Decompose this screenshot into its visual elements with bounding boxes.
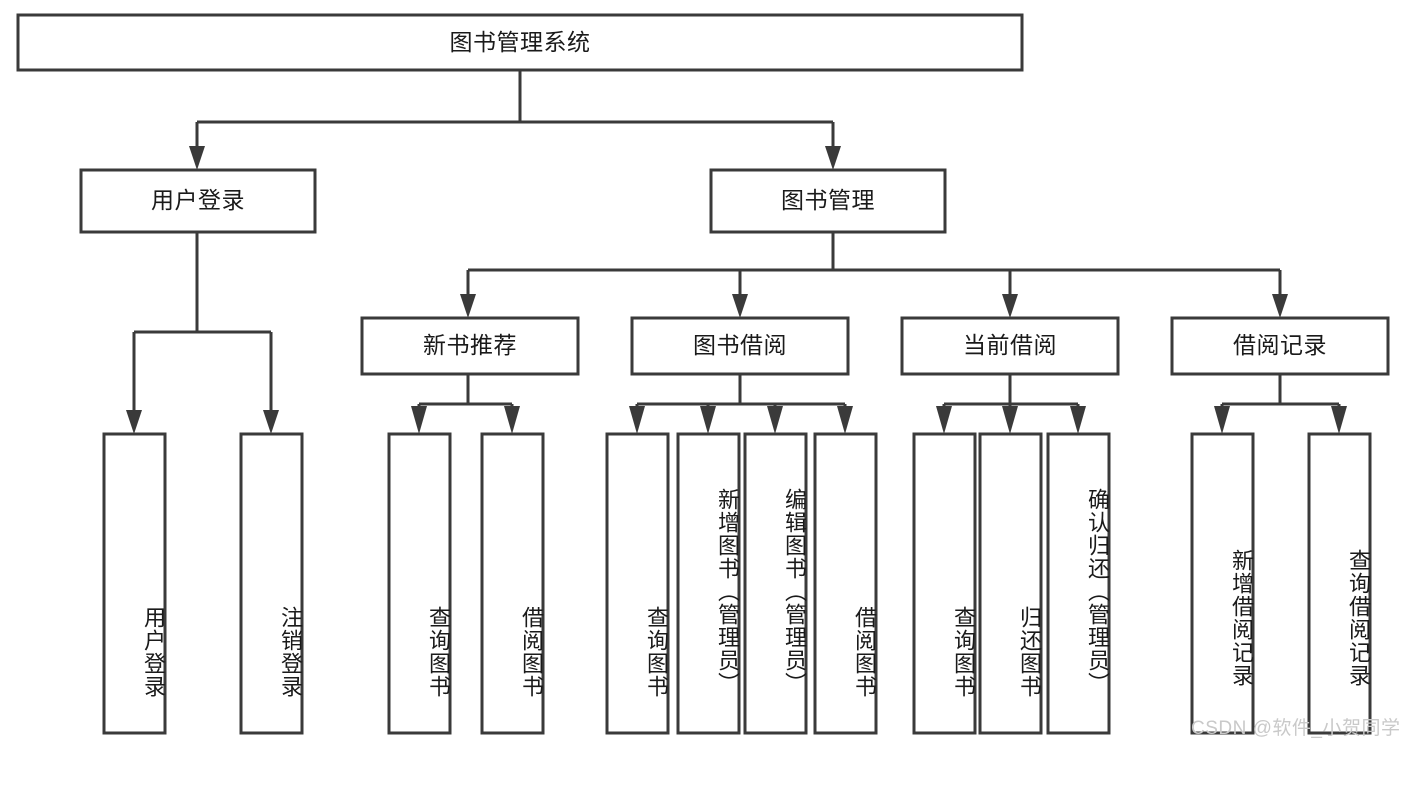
arrow-head-leaf-edit-book	[767, 406, 783, 434]
connector-group-current-borrow	[936, 374, 1086, 434]
arrow-head-leaf-borrow-book-2	[837, 406, 853, 434]
arrow-head-leaf-query-book-3	[936, 406, 952, 434]
arrow-head-user-login	[189, 146, 205, 170]
arrow-head-leaf-user-login	[126, 410, 142, 434]
connector-group-root	[189, 70, 841, 170]
arrow-head-book-borrow	[732, 294, 748, 318]
node-box-leaf-user-login[interactable]	[102, 432, 167, 735]
node-box-root[interactable]	[16, 13, 1024, 72]
node-box-leaf-query-record[interactable]	[1307, 432, 1372, 735]
arrow-head-leaf-query-book-1	[411, 406, 427, 434]
arrow-head-leaf-query-book-2	[629, 406, 645, 434]
node-box-leaf-add-record[interactable]	[1190, 432, 1255, 735]
connector-group-book-manage	[460, 232, 1288, 318]
connector-group-borrow-record	[1214, 374, 1347, 434]
arrow-head-leaf-query-record	[1331, 406, 1347, 434]
arrow-head-borrow-record	[1272, 294, 1288, 318]
node-box-leaf-query-book-3[interactable]	[912, 432, 977, 735]
arrow-head-book-manage	[825, 146, 841, 170]
connector-group-book-borrow	[629, 374, 853, 434]
node-box-book-manage[interactable]	[709, 168, 947, 234]
node-box-borrow-record[interactable]	[1170, 316, 1390, 376]
arrow-head-leaf-add-book	[700, 406, 716, 434]
node-box-leaf-add-book[interactable]	[676, 432, 741, 735]
arrow-head-leaf-borrow-book-1	[504, 406, 520, 434]
arrow-head-leaf-add-record	[1214, 406, 1230, 434]
node-box-leaf-borrow-book-2[interactable]	[813, 432, 878, 735]
diagram-canvas-container: 图书管理系统 用户登录 图书管理 新书推荐 图书借阅 当前借阅 借阅记录 用户登…	[16, 13, 1400, 739]
connector-group-user-login	[126, 232, 279, 434]
arrow-head-leaf-user-logout	[263, 410, 279, 434]
node-box-leaf-query-book-1[interactable]	[387, 432, 452, 735]
node-box-current-borrow[interactable]	[900, 316, 1120, 376]
node-box-leaf-confirm-return[interactable]	[1046, 432, 1111, 735]
node-box-user-login[interactable]	[79, 168, 317, 234]
arrow-head-leaf-confirm-return	[1070, 406, 1086, 434]
tree-diagram-svg	[16, 13, 1390, 735]
node-box-leaf-query-book-2[interactable]	[605, 432, 670, 735]
node-box-new-book-recommend[interactable]	[360, 316, 580, 376]
arrow-head-new-book-recommend	[460, 294, 476, 318]
connector-group-new-book-recommend	[411, 374, 520, 434]
node-box-book-borrow[interactable]	[630, 316, 850, 376]
arrow-head-leaf-return-book	[1002, 406, 1018, 434]
node-box-leaf-user-logout[interactable]	[239, 432, 304, 735]
arrow-head-current-borrow	[1002, 294, 1018, 318]
node-box-leaf-edit-book[interactable]	[743, 432, 808, 735]
node-box-leaf-borrow-book-1[interactable]	[480, 432, 545, 735]
node-box-leaf-return-book[interactable]	[978, 432, 1043, 735]
